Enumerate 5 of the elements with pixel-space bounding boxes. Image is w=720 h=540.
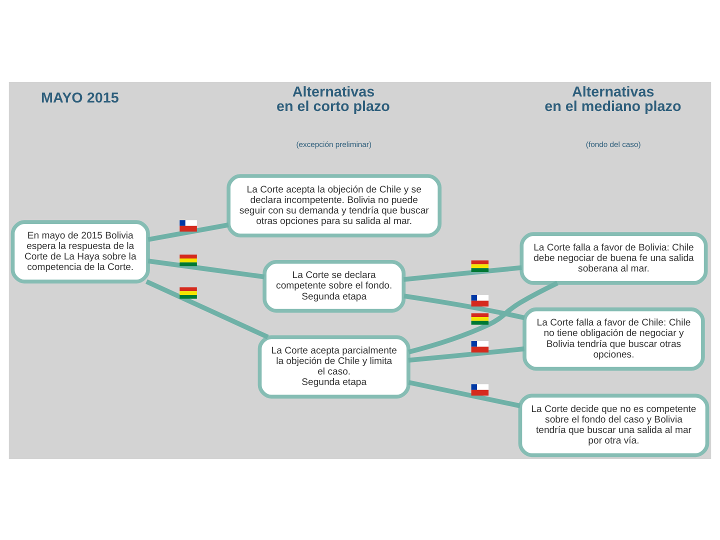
label: (fondo del caso) xyxy=(586,140,641,149)
label: MAYO 2015 xyxy=(41,90,119,106)
label: Alternativas en el corto plazo xyxy=(276,84,390,114)
label: Alternativas en el mediano plazo xyxy=(544,84,682,114)
label: (excepción preliminar) xyxy=(296,140,372,149)
